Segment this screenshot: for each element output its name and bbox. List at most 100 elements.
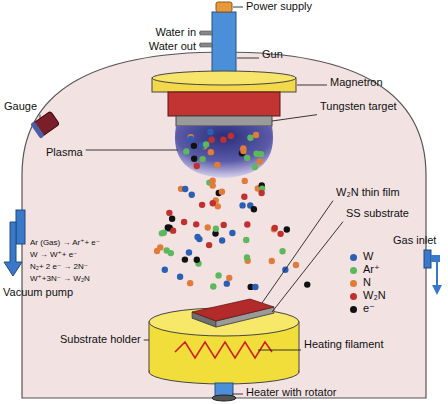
particle — [244, 155, 250, 161]
particle — [252, 284, 258, 290]
particle — [181, 219, 187, 225]
particle — [304, 281, 310, 287]
part-label: Water in — [155, 26, 196, 39]
particle — [169, 216, 175, 222]
part-label: SS substrate — [346, 207, 409, 220]
part-label: Plasma — [46, 146, 83, 159]
rotator-rod — [215, 383, 233, 396]
particle — [161, 230, 167, 236]
w2n-film — [192, 299, 274, 321]
water-pipe — [200, 43, 212, 47]
particle — [215, 272, 221, 278]
particle — [210, 200, 216, 206]
particle — [191, 143, 197, 149]
particle — [210, 182, 216, 188]
leader-line — [262, 201, 333, 303]
leader-line — [297, 85, 327, 86]
particle — [189, 192, 195, 198]
particle — [229, 230, 235, 236]
particle — [258, 151, 264, 157]
legend-text: W — [363, 250, 373, 262]
particle — [247, 135, 253, 141]
legend-swatch — [350, 293, 357, 300]
particle — [203, 141, 209, 147]
particle — [272, 225, 278, 231]
legend-swatch — [350, 306, 357, 313]
particle — [187, 280, 193, 286]
part-label: Heating filament — [304, 338, 384, 351]
particle — [194, 234, 200, 240]
particle — [228, 133, 234, 139]
particle — [208, 149, 214, 155]
particle — [252, 164, 258, 170]
legend-item: N — [350, 276, 371, 289]
particle — [188, 136, 194, 142]
reaction-equation: Ar (Gas) → Ar⁺+ e⁻ — [30, 238, 100, 247]
particle — [166, 210, 172, 216]
part-label: Gas inlet — [393, 234, 436, 247]
particle — [205, 224, 211, 230]
particle — [219, 189, 225, 195]
legend-text: Ar⁺ — [363, 263, 380, 275]
leader-line — [272, 115, 317, 121]
particle — [256, 158, 262, 164]
particle — [277, 231, 283, 237]
particle — [279, 248, 285, 254]
particle — [242, 178, 248, 184]
legend-swatch — [350, 267, 357, 274]
particle — [220, 222, 226, 228]
particle — [251, 206, 257, 212]
leader-line — [237, 58, 259, 59]
particle — [258, 190, 264, 196]
particle — [186, 249, 192, 255]
leader-line — [86, 150, 178, 151]
leader-line — [144, 340, 149, 341]
leader-line — [40, 115, 41, 118]
particle — [165, 224, 171, 230]
particle — [284, 226, 290, 232]
legend-swatch — [350, 280, 357, 287]
part-label: Water out — [149, 40, 196, 53]
part-label: Tungsten target — [320, 100, 397, 113]
particle — [194, 257, 200, 263]
particle — [157, 244, 163, 250]
part-label: Gauge — [4, 100, 37, 113]
reaction-equation: N₂+ 2 e⁻ → 2N⁻ — [30, 262, 88, 271]
leader-line — [199, 45, 200, 46]
rotator — [212, 395, 236, 401]
magnet — [168, 92, 280, 116]
part-label: Power supply — [246, 0, 312, 13]
leader-line — [258, 350, 301, 351]
leader-line — [272, 222, 343, 312]
gas-pipe — [431, 255, 440, 262]
particle — [240, 148, 246, 154]
part-label: Heater with rotator — [246, 386, 336, 399]
particle — [219, 237, 225, 243]
part-label: W₂N thin film — [336, 186, 400, 199]
legend-text: N — [363, 276, 371, 288]
particle — [199, 156, 205, 162]
particle — [194, 163, 200, 169]
particle — [182, 256, 188, 262]
particle — [269, 258, 275, 264]
particle — [214, 162, 220, 168]
legend-item: W — [350, 250, 373, 263]
particle — [243, 237, 249, 243]
particle — [199, 202, 205, 208]
pump-flange — [16, 210, 25, 244]
particle — [182, 186, 188, 192]
particle — [193, 221, 199, 227]
magnetron-top — [152, 71, 296, 85]
particle — [224, 280, 230, 286]
tungsten-target — [176, 116, 272, 126]
gauge — [30, 110, 60, 139]
particles — [154, 129, 311, 290]
particle — [244, 254, 250, 260]
particle — [220, 137, 226, 143]
leader-line — [233, 7, 243, 8]
particle — [206, 242, 212, 248]
water-pipe — [200, 31, 212, 35]
particle — [207, 129, 213, 135]
particle — [213, 225, 219, 231]
legend-text: e⁻ — [363, 302, 375, 314]
